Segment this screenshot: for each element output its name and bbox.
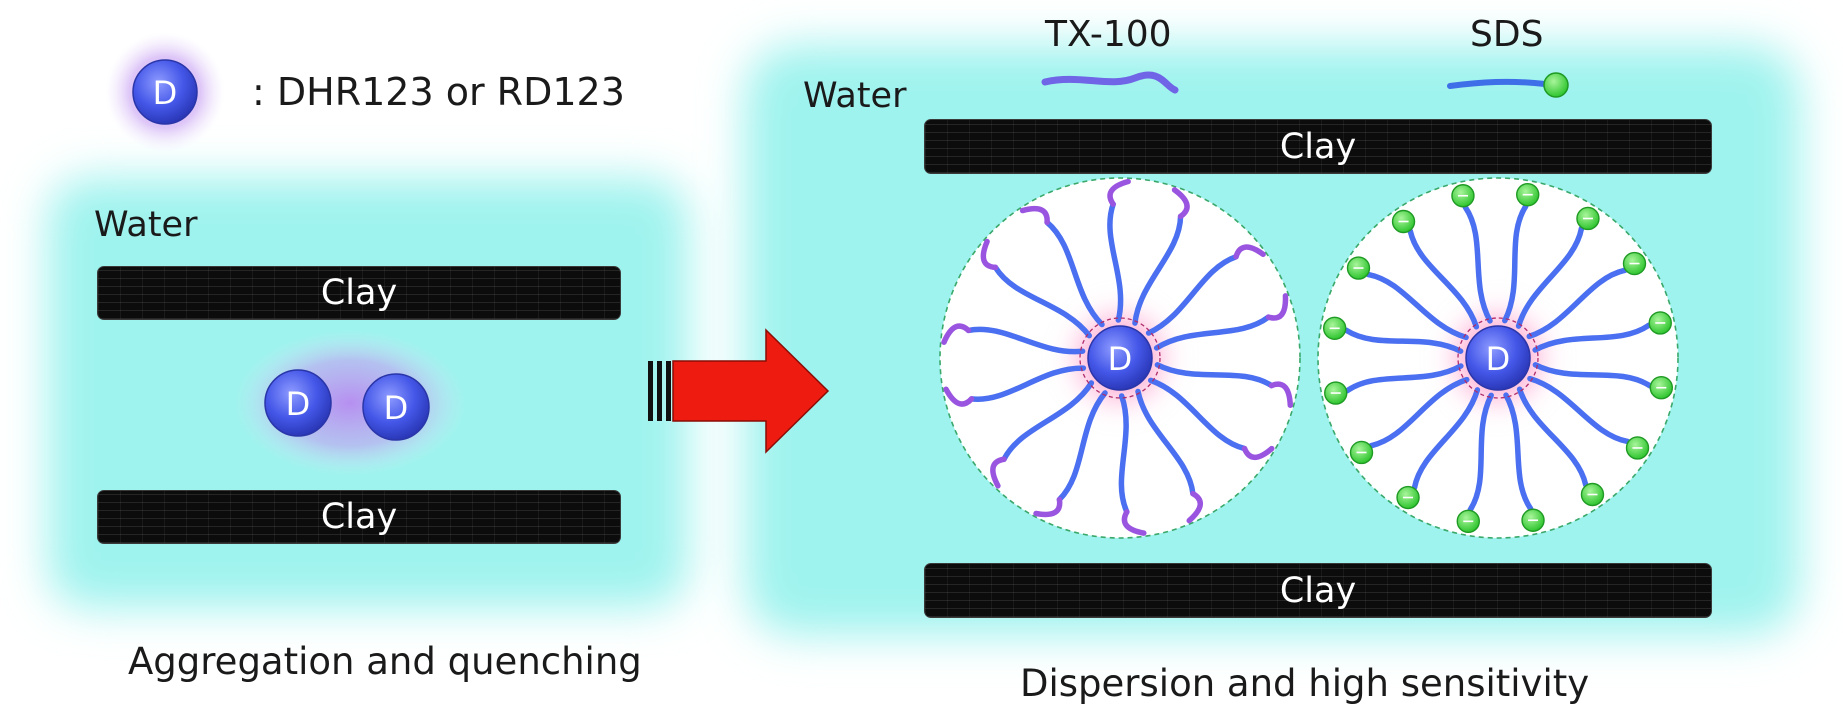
left-water-label: Water	[94, 205, 198, 245]
tx100-micelle-tail	[1121, 509, 1147, 536]
aggregated-molecules: D D	[235, 331, 465, 475]
clay-label: Clay	[320, 497, 398, 537]
tx100-legend-icon	[1041, 71, 1179, 94]
tx100-micelle-chain	[1001, 380, 1095, 463]
right-clay-bottom: Clay	[924, 563, 1712, 618]
tx100-micelle-tail	[1186, 490, 1203, 524]
tx100-micelle-chain	[1118, 393, 1130, 515]
right-clay-top: Clay	[924, 119, 1712, 174]
clay-label: Clay	[1279, 570, 1357, 611]
tx100-micelle-tail	[941, 323, 972, 345]
sds-micelle-chain	[1368, 376, 1470, 449]
tx100-micelle-tail	[1033, 496, 1063, 518]
sds-micelle: D	[1317, 177, 1679, 539]
sds-micelle-chain	[1411, 387, 1481, 491]
tx100-micelle-tail	[980, 238, 999, 271]
tx100-micelle-chain	[1107, 201, 1124, 323]
tx100-micelle-tail	[1171, 187, 1190, 220]
tx100-micelle-tail	[1241, 445, 1275, 461]
sds-micelle-chain	[1365, 271, 1469, 341]
left-clay-bottom: Clay	[97, 490, 621, 544]
sds-micelle-chain	[1515, 225, 1585, 329]
sds-micelle-chain	[1467, 392, 1494, 513]
aggregated-molecule-letter: D	[384, 389, 409, 427]
legend-molecule-letter: D	[153, 74, 178, 112]
tx100-micelle-chain	[1153, 314, 1272, 351]
tx100-micelle-tail	[1107, 178, 1131, 207]
sds-micelle-molecule	[1465, 325, 1531, 391]
right-caption: Dispersion and high sensitivity	[1020, 662, 1590, 705]
tx100-label: TX-100	[1045, 14, 1172, 55]
tx100-micelle-tail	[1265, 293, 1289, 321]
sds-micelle-chain	[1407, 228, 1480, 330]
sds-micelle-chain	[1532, 322, 1652, 353]
sds-micelle-chain	[1527, 375, 1631, 445]
sds-micelle-molecule-letter: D	[1486, 340, 1511, 378]
sds-micelle-chain	[1343, 327, 1464, 354]
tx100-micelle-chain	[965, 326, 1086, 355]
sds-micelle-chain	[1502, 203, 1529, 324]
aggregated-molecule-1: D	[264, 369, 332, 437]
tx100-micelle-chain	[1145, 253, 1239, 336]
tx100-micelle-chain	[968, 365, 1087, 402]
legend-label: : DHR123 or RD123	[252, 70, 625, 114]
aggregated-molecule-letter: D	[286, 385, 311, 423]
sds-micelle-chain	[1462, 204, 1493, 324]
sds-micelle-chain	[1526, 267, 1628, 340]
sds-micelle-chain	[1532, 362, 1653, 389]
sds-label: SDS	[1470, 14, 1544, 55]
sds-micelle-chain	[1503, 392, 1534, 512]
right-water-label: Water	[803, 76, 907, 116]
tx100-micelle-chain	[1044, 219, 1105, 328]
clay-label: Clay	[1279, 126, 1357, 167]
left-clay-top: Clay	[97, 266, 621, 320]
tx100-micelle-core-ring	[1079, 317, 1161, 399]
tx100-micelle: D	[939, 177, 1301, 539]
tx100-micelle-chain	[992, 264, 1093, 339]
legend-molecule: D	[105, 32, 225, 152]
tx100-micelle-tail	[943, 386, 975, 407]
sds-micelle-chain	[1516, 386, 1589, 488]
tx100-micelle-molecule-letter: D	[1108, 340, 1133, 378]
tx100-micelle-chain	[1147, 377, 1248, 452]
tx100-micelle-chain	[1154, 362, 1275, 389]
sds-legend-icon	[1447, 72, 1569, 98]
tx100-micelle-tail	[990, 456, 1007, 489]
clay-label: Clay	[320, 273, 398, 313]
tx100-micelle-tail	[1268, 381, 1294, 409]
sds-micelle-chain	[1344, 363, 1464, 394]
left-caption: Aggregation and quenching	[128, 640, 642, 683]
tx100-micelle-chain	[1056, 390, 1108, 503]
tx100-micelle-chain	[1135, 388, 1196, 497]
tx100-micelle-tail	[1019, 205, 1050, 226]
tx100-micelle-molecule	[1087, 325, 1153, 391]
aggregated-molecule-2: D	[362, 373, 430, 441]
tx100-micelle-tail	[1233, 244, 1266, 260]
tx100-micelle-chain	[1132, 213, 1184, 326]
sds-micelle-core-ring	[1457, 317, 1539, 399]
transition-arrow	[648, 328, 830, 454]
